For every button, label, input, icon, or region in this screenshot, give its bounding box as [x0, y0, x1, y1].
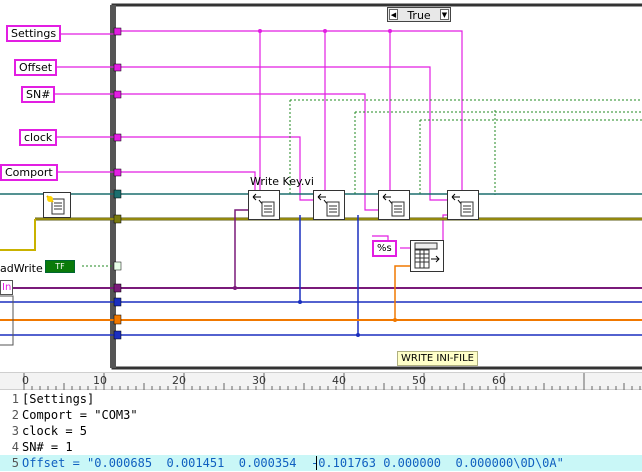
case-prev-arrow-icon[interactable]: ◀: [389, 9, 398, 20]
ruler-tick-40: 40: [332, 374, 346, 387]
block-diagram: Settings Offset SN# clock Comport ◀ True…: [0, 3, 642, 370]
line-text[interactable]: Offset = "0.000685 0.001451 0.000354 -0.…: [22, 456, 564, 470]
line-text[interactable]: [Settings]: [22, 392, 95, 406]
partial-node-label: adWrite: [0, 262, 43, 275]
ruler-tick-20: 20: [172, 374, 186, 387]
case-left-edge: [110, 5, 116, 368]
clock-control[interactable]: clock: [19, 129, 58, 146]
line-number: 5: [11, 456, 19, 470]
write-key-node-2[interactable]: [313, 190, 345, 220]
line-text[interactable]: SN# = 1: [22, 440, 73, 454]
spreadsheet-icon: [414, 242, 440, 269]
config-file-icon: [46, 195, 65, 215]
write-key-icon: [252, 193, 275, 217]
line-number: 3: [11, 424, 19, 438]
ruler-tick-60: 60: [492, 374, 506, 387]
text-cursor: [316, 456, 317, 470]
write-key-label: Write Key.vi: [250, 175, 314, 188]
ruler-tick-10: 10: [93, 374, 107, 387]
line-number: 2: [11, 408, 19, 422]
write-key-icon: [382, 193, 405, 217]
write-key-node-4[interactable]: [447, 190, 479, 220]
ruler-ticks: [23, 373, 641, 390]
boolean-constant[interactable]: TF: [45, 260, 75, 273]
write-key-node-3[interactable]: [378, 190, 410, 220]
comment-label: WRITE INI-FILE: [397, 351, 478, 366]
line-text[interactable]: Comport = "COM3": [22, 408, 138, 422]
editor-line: 1[Settings]: [0, 391, 642, 407]
line-number: 1: [11, 392, 19, 406]
ruler-tick-30: 30: [252, 374, 266, 387]
wire-canvas: [0, 3, 642, 370]
case-next-arrow-icon[interactable]: ▼: [440, 9, 449, 20]
line-number: 4: [11, 440, 19, 454]
array-to-spreadsheet-node[interactable]: [410, 240, 444, 272]
case-structure-frame: [111, 3, 642, 370]
write-key-icon: [317, 193, 340, 217]
comport-control[interactable]: Comport: [0, 164, 58, 181]
ruler-tick-0: 0: [22, 374, 29, 387]
open-config-node[interactable]: [43, 192, 71, 218]
line-text[interactable]: clock = 5: [22, 424, 88, 438]
case-selector-value: True: [407, 9, 431, 22]
write-key-icon: [451, 193, 474, 217]
ruler: 0 10 20 30 40 50 60: [0, 372, 642, 390]
case-selector[interactable]: ◀ True ▼: [387, 7, 451, 22]
offset-control[interactable]: Offset: [14, 59, 58, 76]
in-terminal[interactable]: In: [0, 280, 13, 295]
ruler-tick-50: 50: [412, 374, 426, 387]
write-key-node-1[interactable]: [248, 190, 280, 220]
settings-control[interactable]: Settings: [6, 25, 62, 42]
sn-control[interactable]: SN#: [21, 86, 56, 103]
format-string-constant[interactable]: %s: [372, 240, 397, 257]
